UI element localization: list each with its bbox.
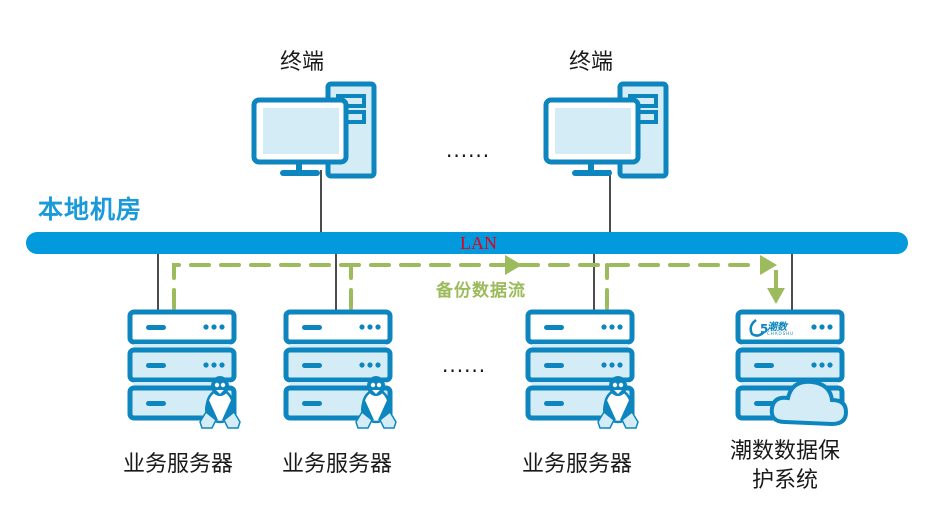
server-1-label: 业务服务器 (123, 452, 234, 477)
protection-server-icon (738, 312, 842, 418)
cloud-icon (769, 379, 849, 427)
terminal-1-label: 终端 (280, 50, 325, 75)
server-2-label: 业务服务器 (282, 452, 393, 477)
flow-arrow-down-icon (767, 288, 785, 304)
room-title: 本地机房 (38, 195, 143, 224)
lan-label: LAN (460, 233, 497, 253)
protection-label-line1: 潮数数据保 (730, 439, 841, 464)
brand-mark: 5 (760, 322, 768, 336)
terminal-2-label: 终端 (569, 50, 614, 75)
terminal-computer-icon (546, 84, 666, 176)
terminal-ellipsis: ...... (446, 138, 491, 162)
flow-arrow-right-icon (505, 255, 522, 275)
flow-arrow-right-icon (760, 255, 777, 275)
backup-flow-lines (172, 263, 762, 310)
terminal-computer-icon (254, 84, 374, 176)
brand-subtitle: CHAOSHU (767, 331, 795, 336)
server-ellipsis: ...... (442, 353, 487, 377)
chaoshu-logo-icon: 5 (749, 319, 768, 337)
backup-flow-label: 备份数据流 (436, 281, 526, 301)
protection-label-line2: 护系统 (752, 468, 819, 493)
server-3-label: 业务服务器 (522, 452, 633, 477)
lan-bus (26, 232, 908, 254)
brand-name: 潮数 (767, 322, 787, 333)
